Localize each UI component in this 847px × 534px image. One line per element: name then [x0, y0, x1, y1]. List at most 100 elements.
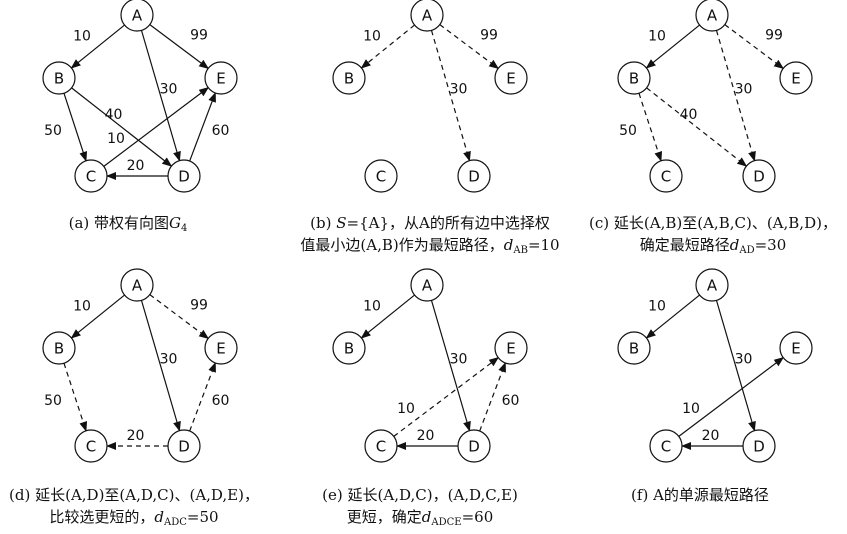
caption-b-line1: (b) S={A}，从A的所有边中选择权	[280, 212, 580, 234]
edge-weight-C-E-e: 10	[397, 401, 415, 417]
node-label-E-d: E	[216, 340, 225, 358]
caption-b-dist-value: =10	[527, 236, 560, 254]
edge-A-D-b	[430, 30, 471, 162]
caption-c-dist-var: d	[729, 236, 740, 254]
caption-e-dist-value: =60	[461, 508, 494, 526]
edge-weight-B-C-d: 50	[44, 393, 62, 409]
caption-b: (b) S={A}，从A的所有边中选择权 值最小边(A,B)作为最短路径，dAB…	[280, 212, 580, 262]
node-label-C-b: C	[376, 168, 386, 186]
node-label-B-b: B	[344, 70, 354, 88]
node-E-e	[494, 331, 528, 365]
edge-A-D-e	[430, 300, 471, 432]
caption-a-text: 带权有向图	[94, 214, 170, 232]
caption-e-text2: 更短，确定	[346, 508, 422, 526]
caption-c-label: (c)	[589, 214, 610, 232]
edge-weight-B-D-a: 40	[105, 107, 123, 123]
node-A-f	[695, 268, 729, 302]
node-label-D-b: D	[468, 168, 480, 186]
caption-d-dist-var: d	[154, 508, 165, 526]
edge-weight-D-C-a: 20	[127, 158, 145, 174]
caption-e: (e) 延长(A,D,C)，(A,D,C,E) 更短，确定dADCE=60	[300, 484, 540, 534]
edge-A-E-c	[724, 24, 785, 70]
node-C-f	[649, 429, 683, 463]
caption-d-line1: (d) 延长(A,D)至(A,D,C)、(A,D,E)，	[0, 484, 268, 506]
edge-B-C-a	[63, 93, 88, 162]
caption-c-text2: 确定最短路径	[639, 236, 730, 254]
caption-e-line2: 更短，确定dADCE=60	[300, 506, 540, 534]
caption-c-text1: 延长(A,B)至(A,B,C)、(A,B,D)，	[613, 214, 837, 232]
edge-A-B-a	[70, 24, 125, 69]
edge-weight-A-D-b: 30	[450, 82, 468, 98]
node-label-C-a: C	[86, 168, 96, 186]
edge-A-D-d	[140, 300, 181, 432]
node-E-b	[494, 61, 528, 95]
edge-weight-A-B-f: 10	[648, 299, 666, 315]
node-D-f	[742, 429, 776, 463]
node-D-a	[167, 159, 201, 193]
caption-b-text1: ，从A的所有边中选择权	[389, 214, 550, 232]
edge-weight-A-D-a: 30	[160, 82, 178, 98]
edge-D-E-d	[189, 362, 216, 432]
node-B-f	[617, 331, 651, 365]
edge-weight-A-B-e: 10	[363, 299, 381, 315]
node-E-c	[779, 61, 813, 95]
node-label-E-c: E	[791, 70, 800, 88]
edge-weight-A-B-b: 10	[363, 29, 381, 45]
caption-a: (a) 带权有向图G4	[28, 212, 228, 240]
caption-b-set-value: ={A}	[346, 214, 390, 232]
node-label-A-e: A	[422, 277, 433, 295]
node-D-c	[742, 159, 776, 193]
node-label-B-e: B	[344, 340, 354, 358]
caption-f-label: (f)	[631, 486, 649, 504]
node-label-E-e: E	[506, 340, 515, 358]
node-label-D-f: D	[753, 438, 765, 456]
node-B-d	[42, 331, 76, 365]
node-C-d	[74, 429, 108, 463]
edge-weight-A-D-d: 30	[160, 352, 178, 368]
edge-weight-A-E-c: 99	[765, 28, 783, 44]
caption-c-dist-value: =30	[754, 236, 787, 254]
caption-d-dist-value: =50	[186, 508, 219, 526]
edge-A-B-b	[360, 24, 415, 69]
edge-B-C-d	[63, 363, 88, 432]
node-B-c	[617, 61, 651, 95]
node-A-a	[120, 0, 154, 32]
caption-e-dist-sub: ADCE	[431, 517, 462, 528]
caption-c-line2: 确定最短路径dAD=30	[582, 234, 844, 262]
node-B-a	[42, 61, 76, 95]
edge-A-B-d	[70, 294, 125, 339]
caption-f-text: A的单源最短路径	[653, 486, 769, 504]
edge-weight-B-C-c: 50	[619, 123, 637, 139]
caption-d-text2: 比较选更短的，	[49, 508, 155, 526]
edge-A-D-a	[140, 30, 181, 162]
caption-b-text2: 值最小边(A,B)作为最短路径，	[300, 236, 504, 254]
edge-weight-C-E-f: 10	[682, 401, 700, 417]
edge-A-E-b	[439, 24, 500, 70]
edge-D-E-a	[189, 92, 216, 162]
caption-b-line2: 值最小边(A,B)作为最短路径，dAB=10	[280, 234, 580, 262]
caption-f: (f) A的单源最短路径	[600, 484, 800, 506]
node-label-E-a: E	[216, 70, 225, 88]
caption-b-dist-sub: AB	[513, 245, 528, 256]
node-label-A-a: A	[132, 7, 143, 25]
node-C-e	[364, 429, 398, 463]
node-B-e	[332, 331, 366, 365]
node-A-e	[410, 268, 444, 302]
node-label-A-b: A	[422, 7, 433, 25]
edge-weight-A-E-b: 99	[480, 28, 498, 44]
caption-a-label: (a)	[68, 214, 90, 232]
edge-weight-A-E-a: 99	[190, 28, 208, 44]
edge-weight-D-C-e: 20	[417, 428, 435, 444]
node-label-B-a: B	[54, 70, 64, 88]
edge-weight-D-C-d: 20	[127, 428, 145, 444]
caption-b-label: (b)	[310, 214, 332, 232]
caption-b-set-var: S	[336, 214, 347, 232]
edge-A-D-f	[715, 300, 756, 432]
edge-weight-A-B-a: 10	[73, 29, 91, 45]
node-label-B-f: B	[629, 340, 639, 358]
node-label-B-c: B	[629, 70, 639, 88]
